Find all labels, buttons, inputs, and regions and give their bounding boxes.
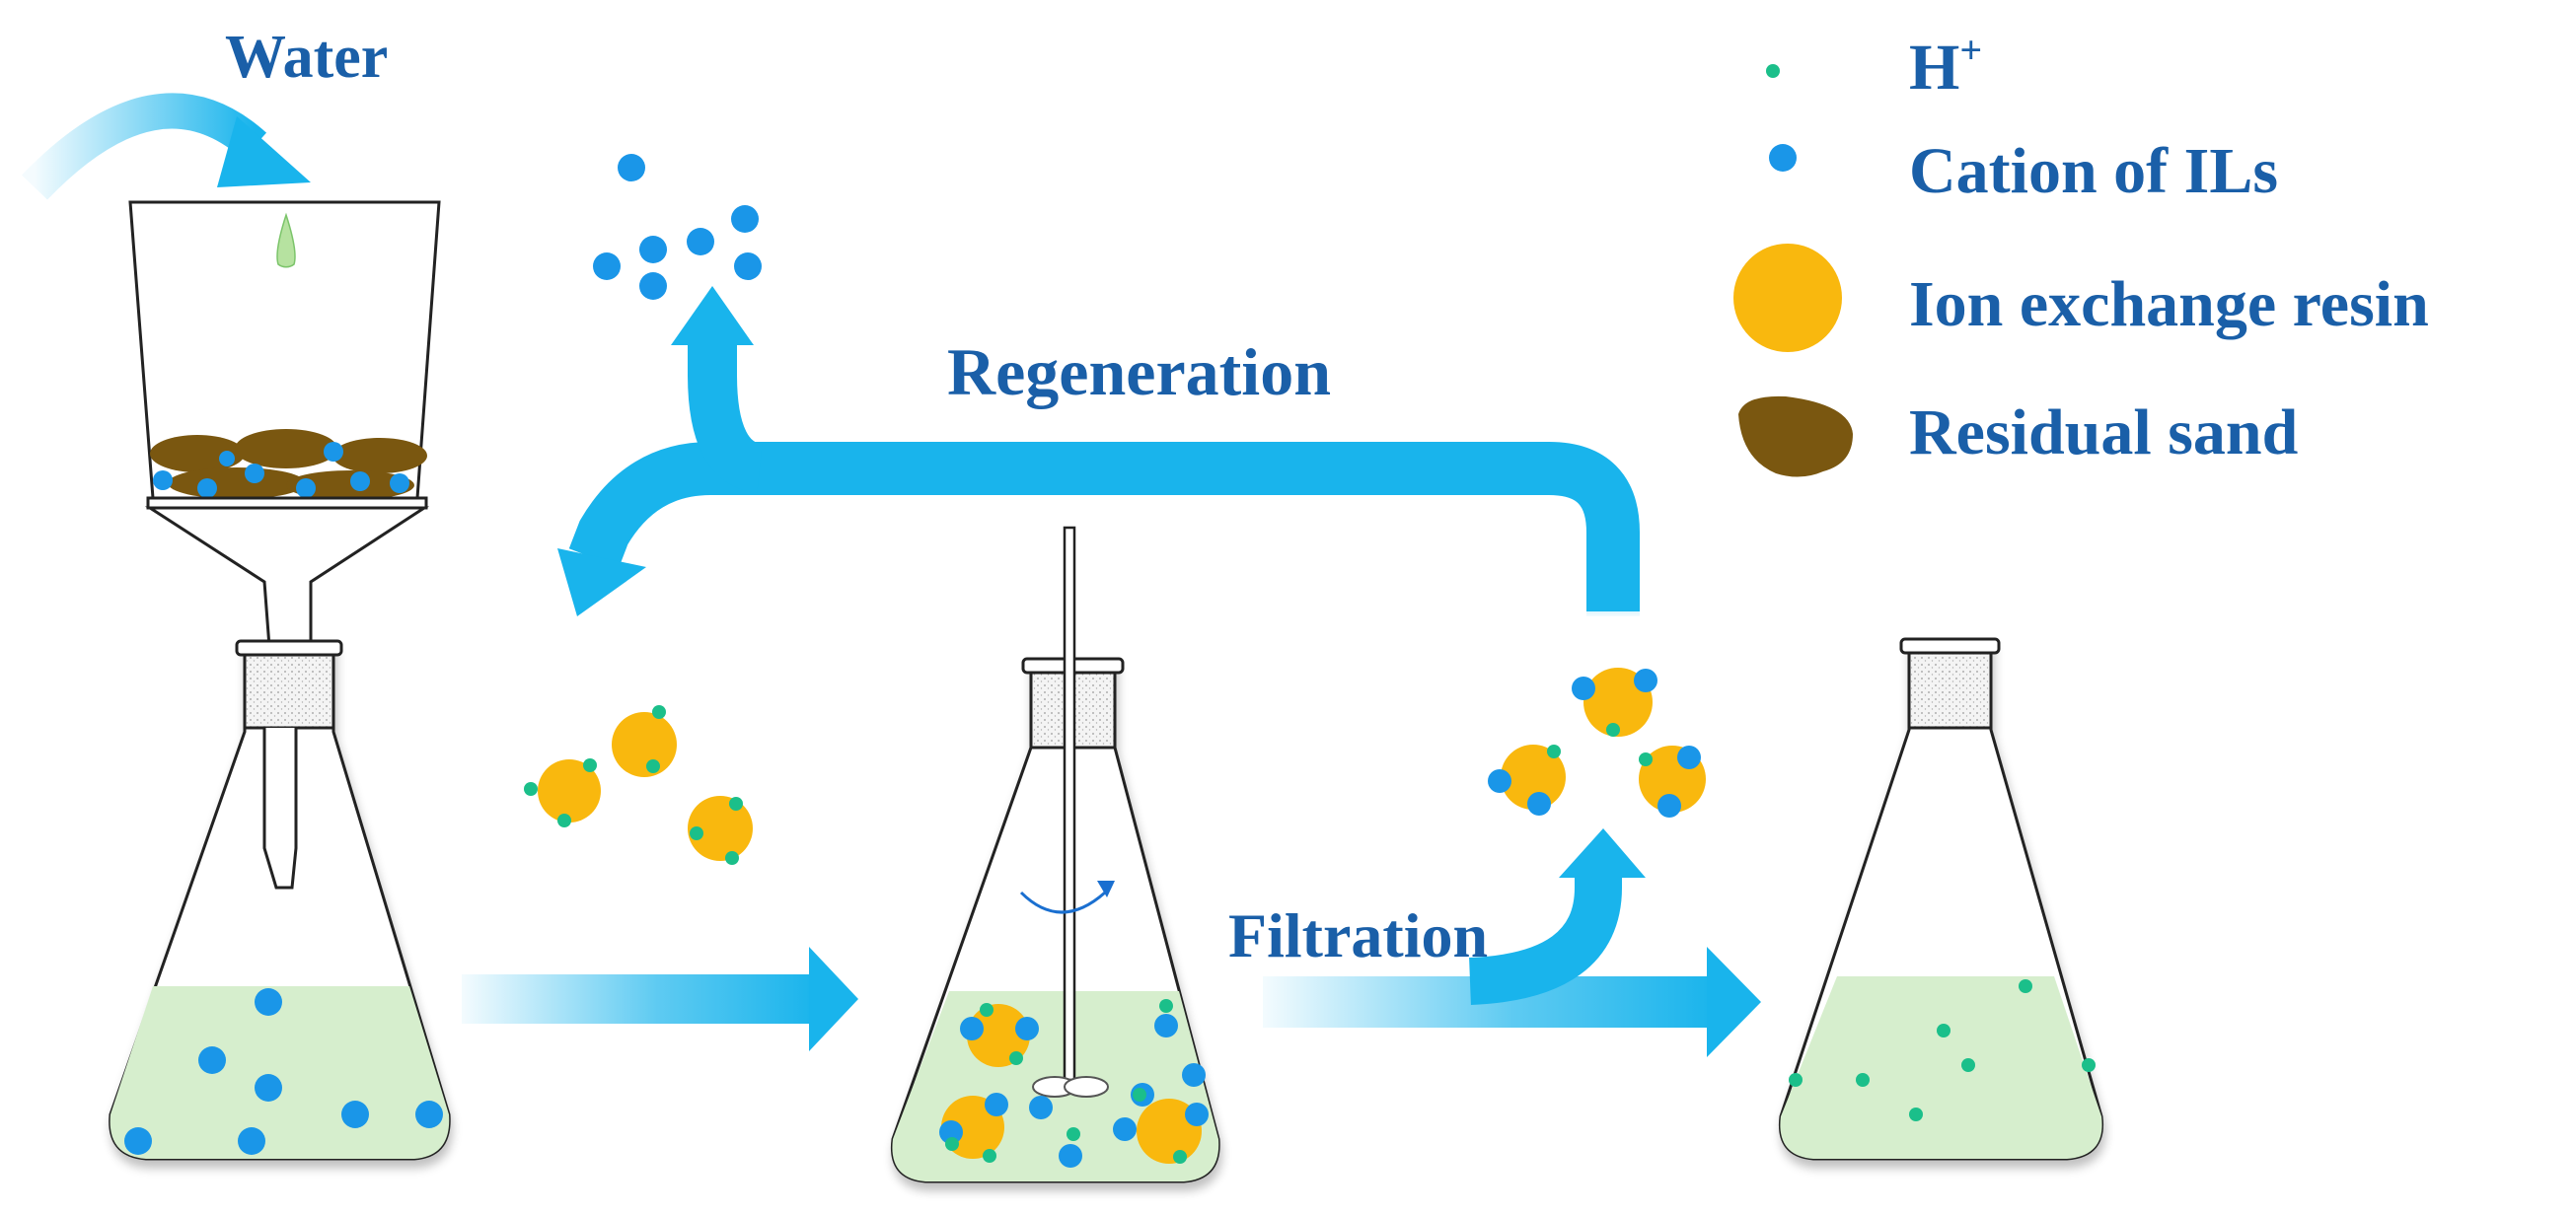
legend-sand-label: Residual sand (1909, 396, 2298, 468)
legend-resin-label: Ion exchange resin (1909, 268, 2429, 340)
legend: H+ Cation of ILs Ion exchange resin Resi… (1733, 28, 2429, 477)
rotation-arrow-icon (1019, 891, 1106, 914)
flask-right-liquid (1780, 976, 2102, 1159)
resins-with-h-plus (524, 705, 753, 865)
residual-sand-layer (150, 429, 427, 500)
ground-glass-joint (243, 649, 335, 730)
h-plus-flask-right (1789, 979, 2096, 1121)
regeneration-label: Regeneration (947, 334, 1331, 409)
flask-left-liquid (110, 986, 450, 1159)
sand-legend-icon (1738, 395, 1853, 477)
cation-legend-icon (1769, 144, 1797, 172)
cations-flask-left (124, 988, 443, 1155)
stirring-rod (1032, 526, 1109, 1098)
filtration-arrow (1263, 828, 1761, 1057)
cations-in-sand (153, 442, 409, 498)
water-arrow (22, 93, 311, 200)
legend-h-plus-label: H+ (1909, 28, 1982, 104)
h-plus-legend-icon (1766, 64, 1780, 78)
filtration-label: Filtration (1228, 900, 1488, 970)
flask-middle-particles (939, 999, 1209, 1168)
released-cations (593, 154, 762, 300)
resin-legend-icon (1733, 244, 1842, 352)
water-droplet-icon (276, 212, 296, 268)
legend-cation-label: Cation of ILs (1909, 135, 2278, 207)
arrow-to-stirring (462, 947, 858, 1051)
regeneration-arrow (557, 286, 1640, 616)
resins-with-cations (1488, 668, 1706, 818)
water-label: Water (225, 24, 388, 91)
